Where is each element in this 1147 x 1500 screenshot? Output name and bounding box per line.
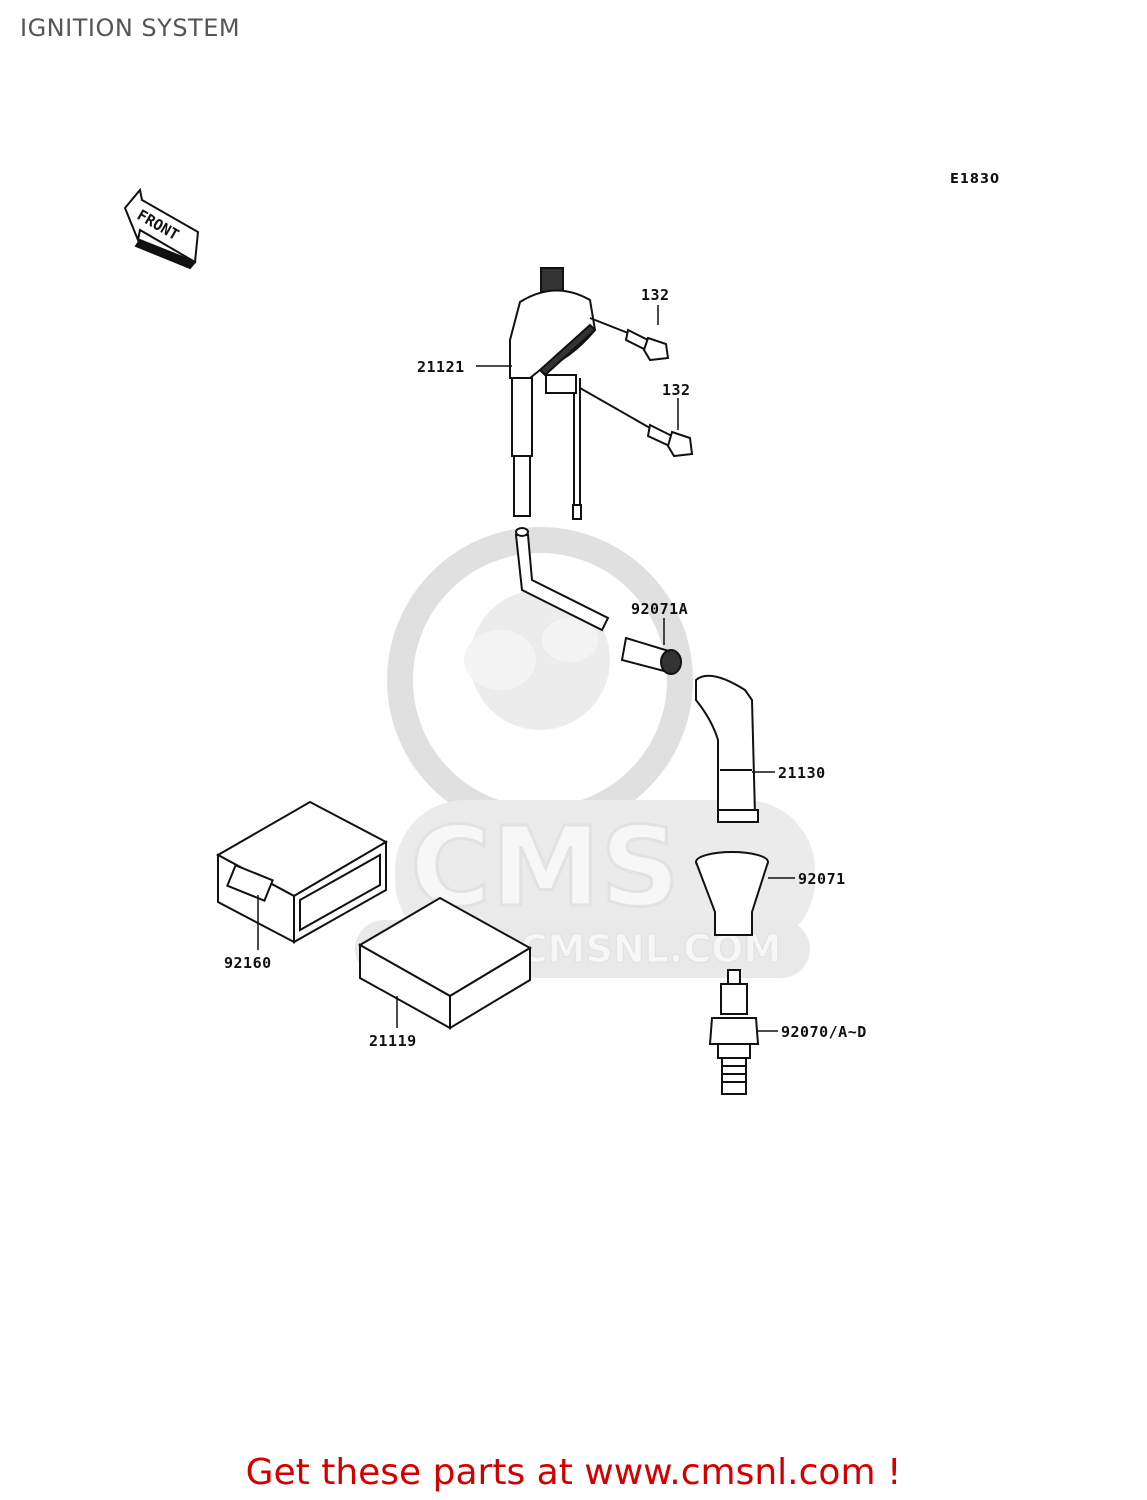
page-title: IGNITION SYSTEM: [20, 14, 241, 42]
label-92071: 92071: [798, 870, 846, 888]
bolt-upper: [589, 317, 670, 362]
front-arrow-icon: FRONT: [123, 187, 200, 270]
label-21130: 21130: [778, 764, 826, 782]
plug-cap-seal: [620, 636, 682, 675]
label-21119: 21119: [369, 1032, 417, 1050]
label-132-lower: 132: [662, 381, 691, 399]
spark-plug-lead: [514, 527, 610, 632]
bolt-lower: [579, 387, 694, 458]
label-132-upper: 132: [641, 286, 670, 304]
spark-plug: [708, 969, 760, 1095]
parts-diagram: CMS WWW.CMSNL.COM FRONT: [123, 187, 815, 1095]
label-21121: 21121: [417, 358, 465, 376]
label-92070: 92070/A~D: [781, 1023, 867, 1041]
relay-box: [215, 800, 389, 944]
igniter-unit: [357, 896, 532, 1030]
leader-lines: [257, 305, 795, 1032]
label-92071A: 92071A: [631, 600, 689, 618]
spark-plug-cap: [695, 674, 759, 823]
plug-boot: [695, 851, 769, 936]
label-92160: 92160: [224, 954, 272, 972]
footer-link[interactable]: Get these parts at www.cmsnl.com !: [245, 1452, 902, 1493]
diagram-code: E1830: [950, 172, 1001, 187]
ignition-coil: [509, 267, 597, 520]
